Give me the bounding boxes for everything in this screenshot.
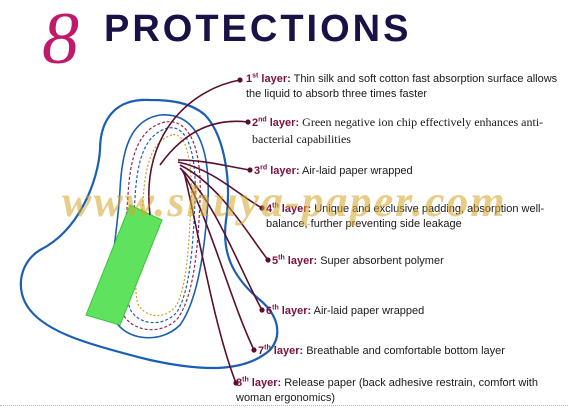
pad-layer-dashed-1 <box>119 121 201 331</box>
leader-line-2 <box>159 120 249 166</box>
title-word: PROTECTIONS <box>104 8 412 50</box>
leader-line-4 <box>177 161 263 209</box>
pad-layer-dashed-2 <box>126 127 196 324</box>
watermark: www.shuya-paper.com <box>62 177 507 226</box>
leader-lines <box>148 79 269 384</box>
leader-line-3 <box>177 159 251 171</box>
leader-line-8 <box>183 171 237 384</box>
layer-6-label: 6th layer: Air-laid paper wrapped <box>266 304 425 317</box>
title-number: 8 <box>42 0 79 80</box>
leader-line-7 <box>181 169 255 351</box>
layer-4-label: 4th layer: Unique and exclusive padding,… <box>266 202 545 230</box>
dotted-baseline <box>0 405 568 406</box>
layer-5-label: 5th layer: Super absorbent polymer <box>272 254 444 267</box>
leader-line-6 <box>179 167 263 311</box>
leader-line-1 <box>148 79 241 216</box>
leader-endpoints <box>233 77 271 386</box>
layer-2-label: 2nd layer: Green negative ion chip effec… <box>252 115 544 146</box>
leader-line-5 <box>179 164 269 261</box>
absorbent-core <box>85 204 163 326</box>
layer-1-label: 1st layer: Thin silk and soft cotton fas… <box>246 72 558 100</box>
layer-8-label: 8th layer: Release paper (back adhesive … <box>236 376 538 404</box>
pad-layer-outline <box>110 114 210 339</box>
layer-3-label: 3rd layer: Air-laid paper wrapped <box>254 164 413 177</box>
pad-outer-outline <box>19 98 279 370</box>
layer-7-label: 7th layer: Breathable and comfortable bo… <box>258 344 505 357</box>
